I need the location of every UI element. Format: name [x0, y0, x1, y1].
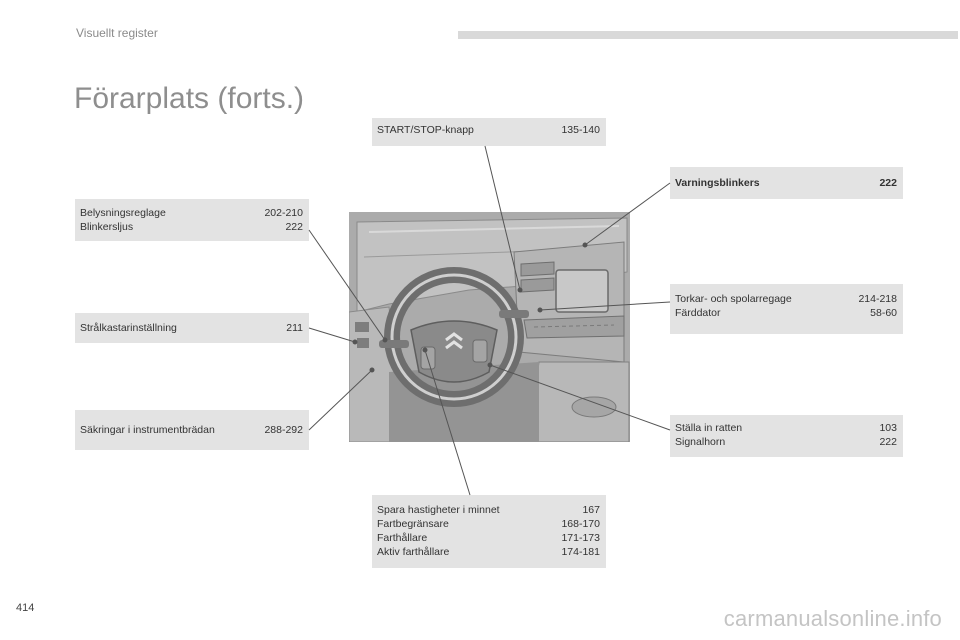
callout-row: Varningsblinkers 222 — [675, 176, 897, 190]
callout-pages: 135-140 — [561, 124, 600, 136]
section-label: Visuellt register — [76, 26, 158, 40]
callout-label: Aktiv farthållare — [377, 546, 450, 558]
page-title: Förarplats (forts.) — [74, 82, 305, 116]
callout-row: Farthållare 171-173 — [377, 531, 600, 545]
callout-pages: 222 — [879, 177, 897, 189]
callout-label: Blinkersljus — [80, 221, 134, 233]
callout-pages: 168-170 — [561, 518, 600, 530]
callout-row: Fartbegränsare 168-170 — [377, 517, 600, 531]
callout-row: Färddator 58-60 — [675, 306, 897, 320]
callout-fuses: Säkringar i instrumentbrädan 288-292 — [75, 410, 309, 450]
callout-row: Belysningsreglage 202-210 — [80, 206, 303, 220]
callout-hazard: Varningsblinkers 222 — [670, 167, 903, 199]
callout-label: Ställa in ratten — [675, 422, 743, 434]
page-number: 414 — [16, 602, 35, 614]
callout-label: Torkar- och spolarregage — [675, 293, 792, 305]
callout-row: Aktiv farthållare 174-181 — [377, 545, 600, 559]
callout-pages: 214-218 — [858, 293, 897, 305]
callout-row: START/STOP-knapp 135-140 — [377, 123, 600, 137]
watermark: carmanualsonline.info — [723, 606, 942, 631]
callout-pages: 174-181 — [561, 546, 600, 558]
callout-headlamp: Strålkastarinställning 211 — [75, 313, 309, 343]
callout-label: START/STOP-knapp — [377, 124, 474, 136]
callout-pages: 288-292 — [264, 424, 303, 436]
callout-row: Signalhorn 222 — [675, 435, 897, 449]
callout-row: Blinkersljus 222 — [80, 220, 303, 234]
callout-label: Farthållare — [377, 532, 428, 544]
callout-lighting: Belysningsreglage 202-210 Blinkersljus 222 — [75, 199, 309, 241]
callout-row: Spara hastigheter i minnet 167 — [377, 503, 600, 517]
callout-label: Fartbegränsare — [377, 518, 449, 530]
callout-pages: 202-210 — [264, 207, 303, 219]
callout-pages: 222 — [285, 221, 303, 233]
callout-label: Färddator — [675, 307, 721, 319]
callout-pages: 103 — [879, 422, 897, 434]
callout-speed: Spara hastigheter i minnet 167 Fartbegrän… — [372, 495, 606, 568]
callout-pages: 211 — [286, 322, 303, 334]
callout-label: Säkringar i instrumentbrädan — [80, 424, 215, 436]
callout-row: Strålkastarinställning 211 — [80, 321, 303, 335]
callout-label: Strålkastarinställning — [80, 322, 177, 334]
callout-steering: Ställa in ratten 103 Signalhorn 222 — [670, 415, 903, 457]
callout-wipers: Torkar- och spolarregage 214-218 Färddato… — [670, 284, 903, 334]
callout-pages: 222 — [879, 436, 897, 448]
callout-label: Varningsblinkers — [675, 177, 760, 189]
callout-pages: 58-60 — [870, 307, 897, 319]
header-bar — [458, 31, 958, 39]
callout-row: Säkringar i instrumentbrädan 288-292 — [80, 423, 303, 437]
callout-start-stop: START/STOP-knapp 135-140 — [372, 118, 606, 146]
callout-label: Spara hastigheter i minnet — [377, 504, 500, 516]
callout-label: Signalhorn — [675, 436, 726, 448]
callout-pages: 171-173 — [561, 532, 600, 544]
callout-row: Torkar- och spolarregage 214-218 — [675, 292, 897, 306]
callout-pages: 167 — [582, 504, 600, 516]
callout-row: Ställa in ratten 103 — [675, 421, 897, 435]
dashboard-illustration — [349, 212, 630, 442]
callout-label: Belysningsreglage — [80, 207, 166, 219]
